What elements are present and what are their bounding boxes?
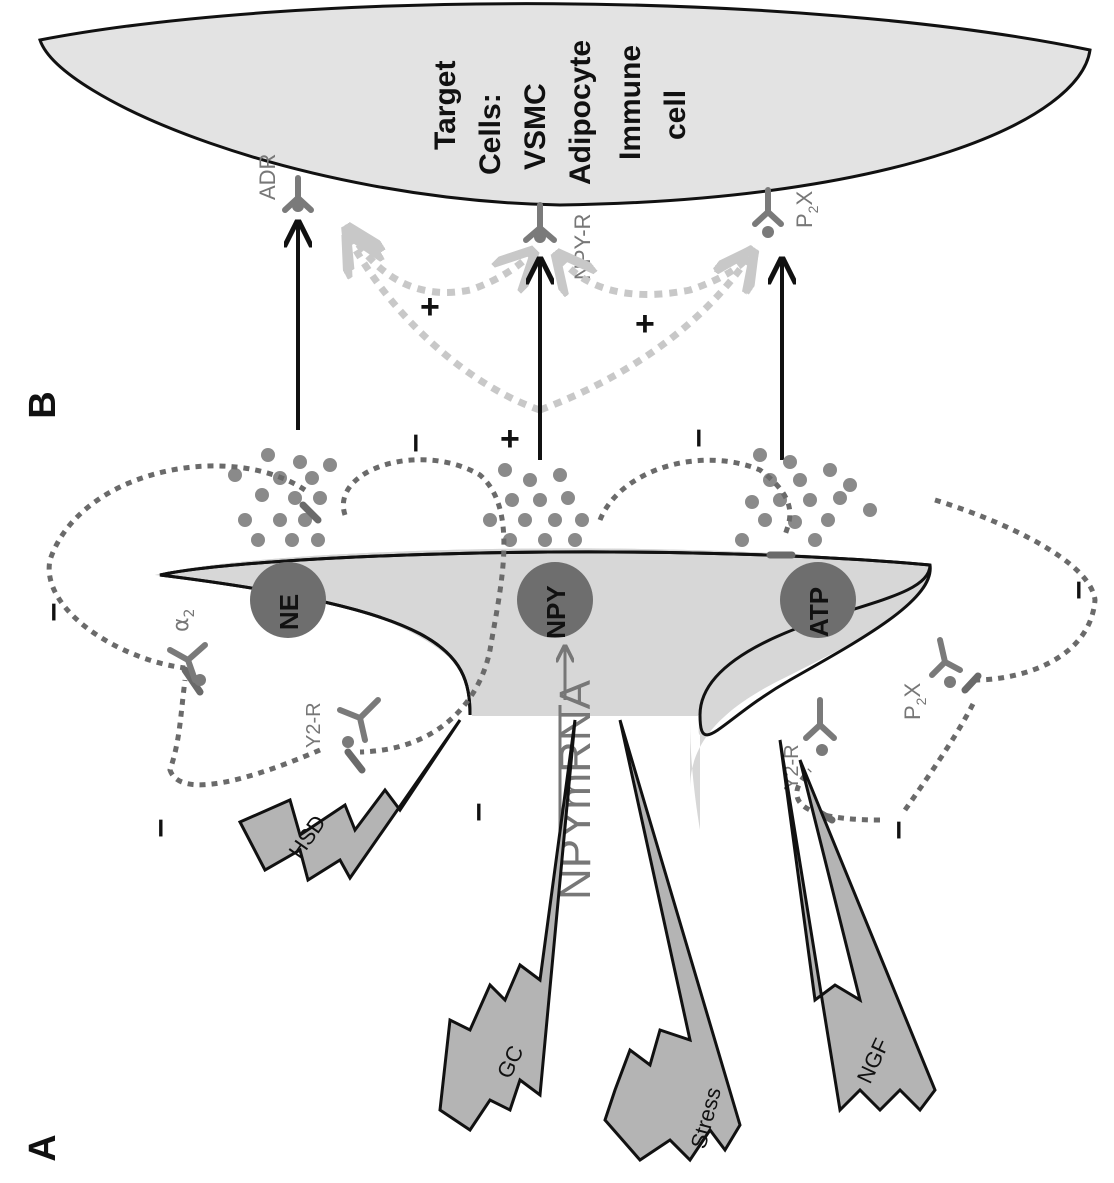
transmitter-particle	[538, 533, 552, 547]
y2r-left-label: Y2-R	[303, 702, 325, 748]
npy-receptor	[526, 205, 554, 243]
transmitter-particle	[305, 471, 319, 485]
transmitter-particle	[793, 473, 807, 487]
transmitter-particle	[833, 491, 847, 505]
p2x-target-label: P2X	[792, 191, 821, 228]
alpha2-label: α2	[169, 609, 198, 632]
adr-label: ADR	[255, 154, 280, 200]
minus-sign: –	[140, 819, 178, 838]
transmitter-particle	[575, 513, 589, 527]
minus-sign: –	[33, 603, 71, 622]
minus-sign: –	[395, 434, 433, 453]
transmitter-particle	[758, 513, 772, 527]
ne-label: NE	[274, 594, 304, 630]
target-label-line1: Target	[429, 61, 462, 150]
plus-sign-1: +	[420, 288, 440, 326]
p2x-target-receptor	[755, 190, 781, 238]
plus-sign-3: +	[635, 305, 655, 343]
target-label-line4: Adipocyte	[564, 40, 597, 185]
transmitter-particle	[228, 468, 242, 482]
target-label-line3: VSMC	[519, 83, 552, 170]
transmitter-particle	[523, 473, 537, 487]
minus-sign: –	[458, 803, 496, 822]
minus-sign: –	[1058, 581, 1096, 600]
p2x-auto-label: P2X	[900, 683, 929, 720]
transmitter-particle	[238, 513, 252, 527]
transmitter-particle	[293, 455, 307, 469]
transmitter-particle	[533, 493, 547, 507]
y2-receptor-right	[806, 700, 834, 756]
transmitter-particle	[273, 513, 287, 527]
transmitter-particle	[735, 533, 749, 547]
transmitter-particle	[311, 533, 325, 547]
panel-b-label: B	[22, 391, 64, 418]
transmitter-particle	[251, 533, 265, 547]
panel-a-label: A	[22, 1134, 64, 1161]
transmitter-particle	[518, 513, 532, 527]
transmitter-particle	[783, 455, 797, 469]
transmitter-particle	[808, 533, 822, 547]
transmitter-particle	[553, 468, 567, 482]
minus-sign: –	[878, 821, 916, 840]
y2-receptor-left	[340, 700, 378, 748]
transmitter-particle	[561, 491, 575, 505]
transmitter-particle	[483, 513, 497, 527]
npy-label: NPY	[541, 585, 571, 638]
transmitter-particle	[323, 458, 337, 472]
transmitter-particle	[823, 463, 837, 477]
target-label-line2: Cells:	[474, 93, 507, 175]
cotransmission-interaction-arcs	[350, 232, 750, 410]
transmitter-particle	[753, 448, 767, 462]
released-transmitter-particles	[228, 448, 877, 547]
ngf-bolt	[780, 740, 935, 1110]
transmitter-particle	[745, 495, 759, 509]
transmitter-particle	[803, 493, 817, 507]
target-label-line5: Immune	[614, 45, 647, 160]
transmitter-particle	[261, 448, 275, 462]
transmitter-particle	[255, 488, 269, 502]
transmitter-particle	[843, 478, 857, 492]
target-label-line6: cell	[659, 90, 692, 140]
p2x-autoreceptor	[932, 640, 960, 688]
plus-sign-2: +	[500, 420, 520, 458]
adr-receptor	[285, 178, 311, 212]
atp-label: ATP	[804, 587, 834, 637]
minus-sign: –	[678, 429, 716, 448]
transmitter-particle	[568, 533, 582, 547]
transmitter-particle	[821, 513, 835, 527]
transmitter-particle	[285, 533, 299, 547]
target-cell-label: Target	[429, 61, 462, 150]
transmitter-particle	[288, 491, 302, 505]
transmitter-particle	[863, 503, 877, 517]
transmitter-particle	[505, 493, 519, 507]
transmitter-particle	[548, 513, 562, 527]
transmitter-particle	[313, 491, 327, 505]
transmitter-particle	[498, 463, 512, 477]
